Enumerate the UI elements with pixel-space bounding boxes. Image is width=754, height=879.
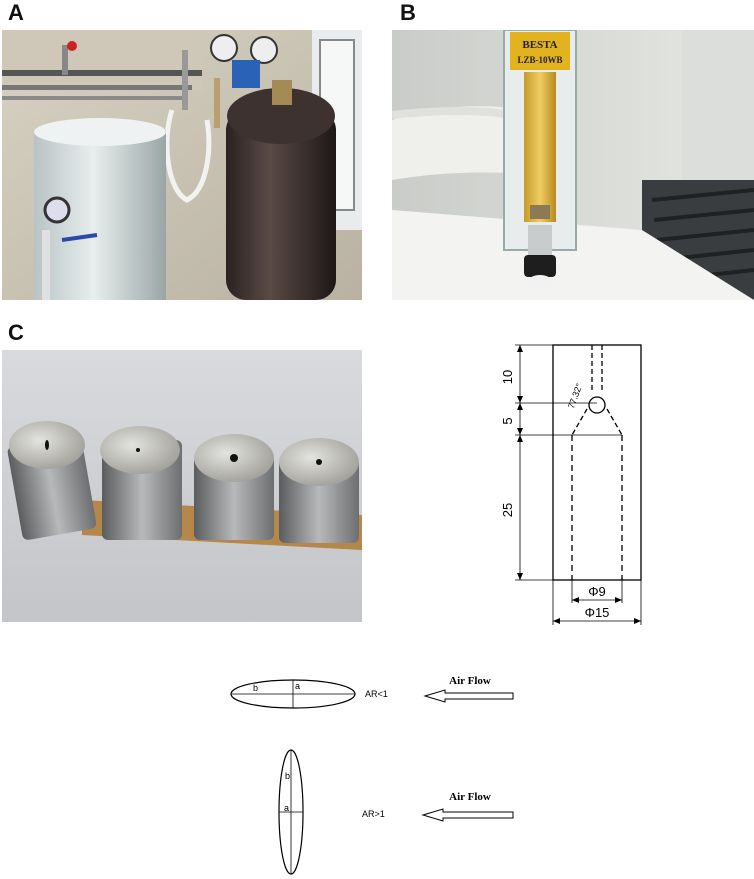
- dimension-bottom-length: 25: [500, 503, 515, 517]
- horizontal-label-b: b: [253, 683, 258, 693]
- flowmeter-brand: BESTA: [522, 39, 557, 51]
- panel-label-b: B: [400, 0, 416, 25]
- photo-flowmeter: BESTA LZB-10WB: [392, 30, 754, 300]
- vertical-air-flow-label: Air Flow: [449, 791, 491, 803]
- panel-label-c: C: [8, 320, 24, 345]
- dimension-mid-length: 5: [500, 417, 515, 424]
- flowmeter-model: LZB-10WB: [517, 55, 562, 65]
- dimension-inner-diameter: Φ9: [588, 584, 606, 599]
- vertical-aspect-ratio: AR>1: [362, 809, 385, 819]
- photo-nozzles: [2, 350, 362, 622]
- panel-label-a: A: [8, 0, 24, 25]
- horizontal-air-flow-label: Air Flow: [449, 675, 491, 687]
- air-flow-arrow-icon: [421, 808, 514, 822]
- dimension-outer-diameter: Φ15: [585, 605, 610, 620]
- ellipse-diagram-vertical: b a AR>1 Air Flow: [278, 749, 514, 875]
- photo-gas-cylinder-setup: [2, 30, 362, 300]
- air-flow-arrow-icon: [423, 689, 514, 703]
- vertical-label-a: a: [284, 803, 289, 813]
- nozzle-technical-drawing: 10 5 25 77.32° Φ9 Φ15: [500, 344, 642, 625]
- vertical-label-b: b: [285, 771, 290, 781]
- horizontal-label-a: a: [295, 681, 300, 691]
- horizontal-aspect-ratio: AR<1: [365, 689, 388, 699]
- dimension-angle: 77.32°: [566, 382, 584, 410]
- ellipse-diagram-horizontal: b a AR<1 Air Flow: [230, 675, 514, 709]
- dimension-top-length: 10: [500, 370, 515, 384]
